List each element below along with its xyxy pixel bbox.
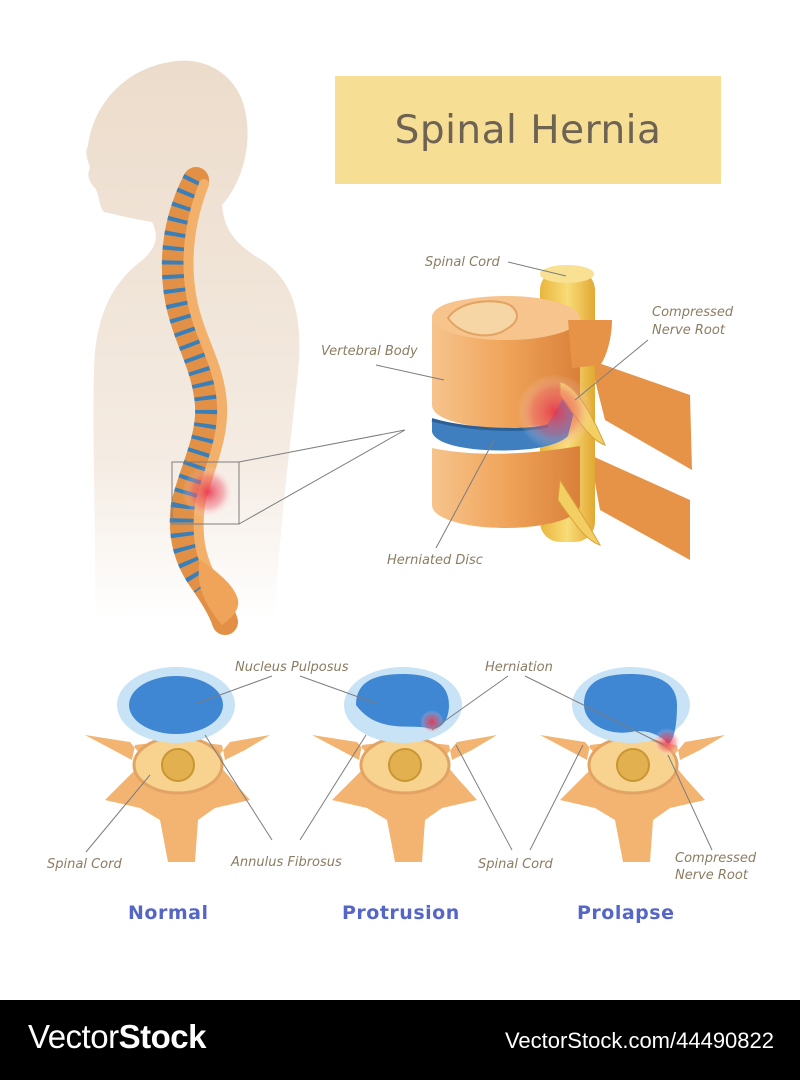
- label-nucleus-pulposus: Nucleus Pulposus: [235, 660, 349, 675]
- stage-label-protrusion: Protrusion: [342, 902, 460, 924]
- bottom-leader-lines: [85, 675, 713, 853]
- label-herniation: Herniation: [485, 660, 553, 675]
- label-vertebral-body: Vertebral Body: [321, 344, 418, 359]
- stage-label-prolapse: Prolapse: [577, 902, 675, 924]
- cross-section-prolapse: [540, 667, 725, 862]
- label-compressed-nerve-root-bottom-line1: Compressed: [675, 851, 757, 866]
- footer-bar: VectorStock VectorStock.com/44490822: [0, 1000, 800, 1080]
- stage-label-normal: Normal: [128, 902, 209, 924]
- cross-section-protrusion: [312, 667, 497, 862]
- page-title: Spinal Hernia: [394, 107, 662, 153]
- label-spinal-cord-top: Spinal Cord: [425, 255, 500, 270]
- label-compressed-nerve-root-line1: Compressed: [652, 305, 734, 320]
- zoomed-vertebra-segment: [431, 265, 692, 560]
- brand-suffix: Stock: [118, 1018, 207, 1055]
- brand-prefix: Vector: [28, 1018, 119, 1055]
- zoom-highlight: [171, 429, 406, 525]
- cross-section-normal: [85, 667, 270, 862]
- label-spinal-cord-middle: Spinal Cord: [478, 857, 553, 872]
- label-compressed-nerve-root-bottom-line2: Nerve Root: [675, 868, 748, 883]
- stock-id: VectorStock.com/44490822: [504, 1028, 774, 1053]
- title-banner: Spinal Hernia: [335, 76, 721, 184]
- label-spinal-cord-left: Spinal Cord: [47, 857, 122, 872]
- vectorstock-logo: VectorStock: [28, 1018, 206, 1056]
- label-compressed-nerve-root-line2: Nerve Root: [652, 323, 725, 338]
- top-leader-lines: [375, 261, 649, 549]
- label-annulus-fibrosus: Annulus Fibrosus: [231, 855, 342, 870]
- spine-side-view: [161, 167, 239, 635]
- label-herniated-disc: Herniated Disc: [387, 553, 483, 568]
